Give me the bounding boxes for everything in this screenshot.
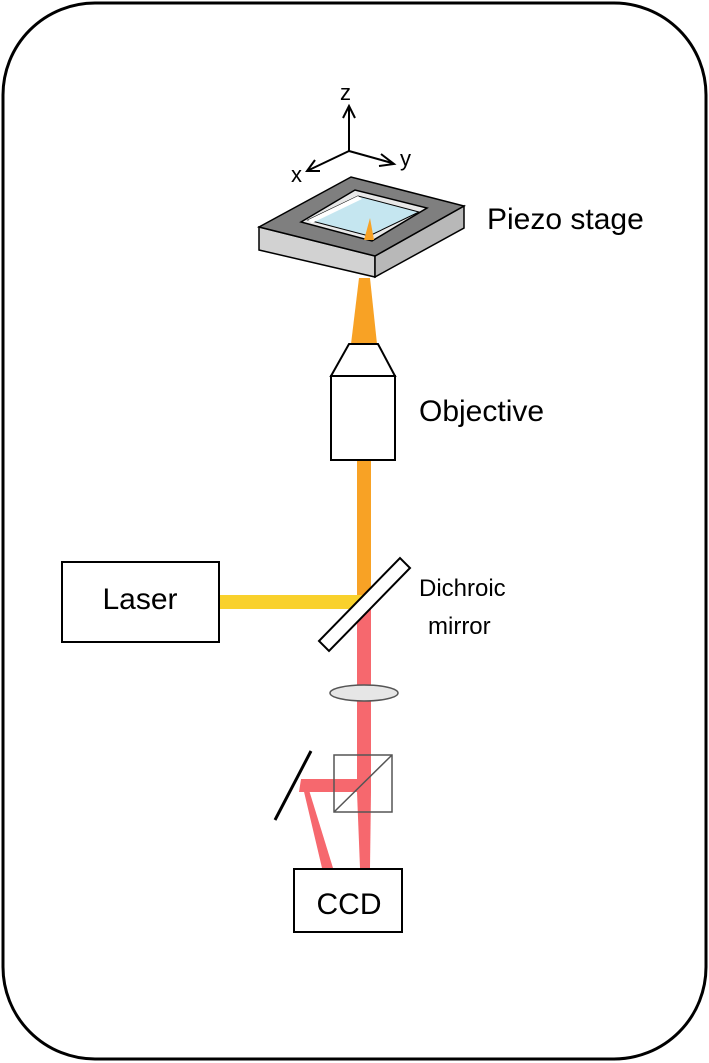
objective-label: Objective (419, 395, 544, 428)
x-axis-label: x (291, 162, 302, 187)
beam-splitter-cube (333, 754, 393, 813)
z-axis-label: z (340, 80, 351, 105)
emission-beam-reflected (301, 779, 333, 868)
coordinate-axes (305, 103, 397, 172)
piezo-stage (256, 176, 466, 279)
laser-label: Laser (102, 583, 177, 616)
focused-beam (351, 278, 377, 344)
dichroic-mirror (317, 556, 412, 653)
ccd-box (293, 868, 403, 933)
dichroic-label-line1: Dichroic (419, 575, 506, 602)
laser-box (61, 561, 220, 643)
ccd-label: CCD (317, 888, 382, 921)
excitation-beam (220, 595, 363, 609)
sample-rim (308, 196, 362, 223)
emission-beam-lower (357, 792, 371, 868)
lens (329, 684, 399, 702)
y-axis-label: y (400, 146, 411, 171)
objective-lens (329, 343, 397, 461)
emission-beam-split-horizontal (299, 779, 364, 792)
piezo-stage-label: Piezo stage (487, 203, 644, 236)
side-mirror (273, 750, 313, 821)
focus-cone-in-sample (364, 218, 374, 240)
dichroic-label-line2: mirror (428, 613, 491, 640)
beam-objective-dichroic (357, 461, 371, 602)
